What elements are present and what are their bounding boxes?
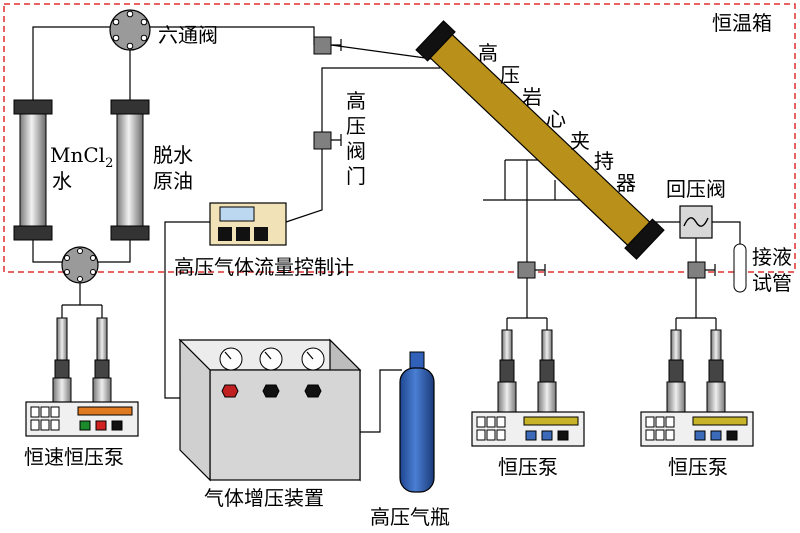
pipe-hpvalve-up	[321, 67, 440, 132]
collector-label-line2: 试管	[752, 271, 792, 295]
crude-oil-label-line2: 原油	[153, 169, 193, 193]
pipe-left-bottom	[32, 240, 62, 263]
svg-text:岩: 岩	[522, 85, 542, 109]
gas-flow-controller-label: 高压气体流量控制计	[174, 255, 354, 279]
pressure-pump-a-label: 恒压泵	[498, 455, 558, 479]
pipe-booster-to-cylinder	[360, 369, 402, 433]
collector-label-line1: 接液	[752, 245, 792, 269]
svg-text:心: 心	[546, 107, 566, 131]
high-pressure-valve-label: 高 压 阀 门	[346, 89, 366, 188]
core-holder-stand	[483, 159, 580, 201]
six-way-valve-top[interactable]	[109, 9, 151, 51]
pipe-hpvalve-down	[285, 149, 323, 223]
high-pressure-valve[interactable]	[313, 131, 342, 150]
mncl2-water-label: 水	[52, 169, 72, 193]
gas-cylinder	[399, 351, 435, 493]
pressure-pump-b	[640, 329, 754, 447]
crude-oil-container	[110, 99, 150, 241]
collecting-test-tube	[733, 243, 747, 293]
gas-booster	[178, 338, 362, 482]
gas-booster-label: 气体增压装置	[204, 486, 324, 510]
oven-boundary	[3, 3, 796, 273]
svg-text:门: 门	[346, 164, 366, 188]
oven-label: 恒温箱	[712, 11, 772, 35]
pressure-pump-a	[471, 329, 585, 447]
pipe-bpv-pump	[675, 278, 717, 330]
mncl2-water-container	[13, 99, 53, 241]
svg-text:压: 压	[346, 114, 366, 138]
svg-text:阀: 阀	[346, 139, 366, 163]
core-holder-label: 高 压 岩 心 夹 持 器	[478, 41, 636, 195]
pipe-bottomvalve-to-pump	[61, 282, 103, 318]
crude-oil-label-line1: 脱水	[153, 143, 193, 167]
back-pressure-valve-label: 回压阀	[666, 177, 726, 201]
pipe-left-top	[32, 26, 113, 100]
pipe-bpv-to-tube	[712, 221, 741, 244]
svg-text:夹: 夹	[570, 129, 590, 153]
gas-cylinder-label: 高压气瓶	[370, 505, 450, 529]
back-pressure-line-valve[interactable]	[687, 261, 716, 279]
pipe-valve-to-core	[330, 44, 441, 61]
pipe-confining-pump	[506, 278, 548, 330]
confining-valve[interactable]	[517, 261, 546, 279]
constant-speed-pump	[25, 317, 139, 437]
pipe-right-bottom	[97, 240, 131, 263]
gas-flow-controller	[209, 202, 287, 246]
inlet-valve[interactable]	[313, 36, 342, 55]
six-way-valve-label: 六通阀	[158, 23, 218, 47]
core-holder	[415, 20, 665, 260]
svg-text:持: 持	[594, 149, 614, 173]
mncl2-label: MnCl2	[50, 143, 113, 171]
svg-text:器: 器	[616, 171, 636, 195]
pipe-flow-to-booster	[164, 221, 210, 399]
svg-text:高: 高	[346, 89, 366, 113]
constant-speed-pump-label: 恒速恒压泵	[24, 445, 124, 469]
back-pressure-valve[interactable]	[679, 205, 713, 239]
six-way-valve-bottom[interactable]	[61, 246, 99, 284]
pressure-pump-b-label: 恒压泵	[668, 455, 728, 479]
svg-text:压: 压	[500, 63, 520, 87]
svg-text:高: 高	[478, 41, 498, 65]
